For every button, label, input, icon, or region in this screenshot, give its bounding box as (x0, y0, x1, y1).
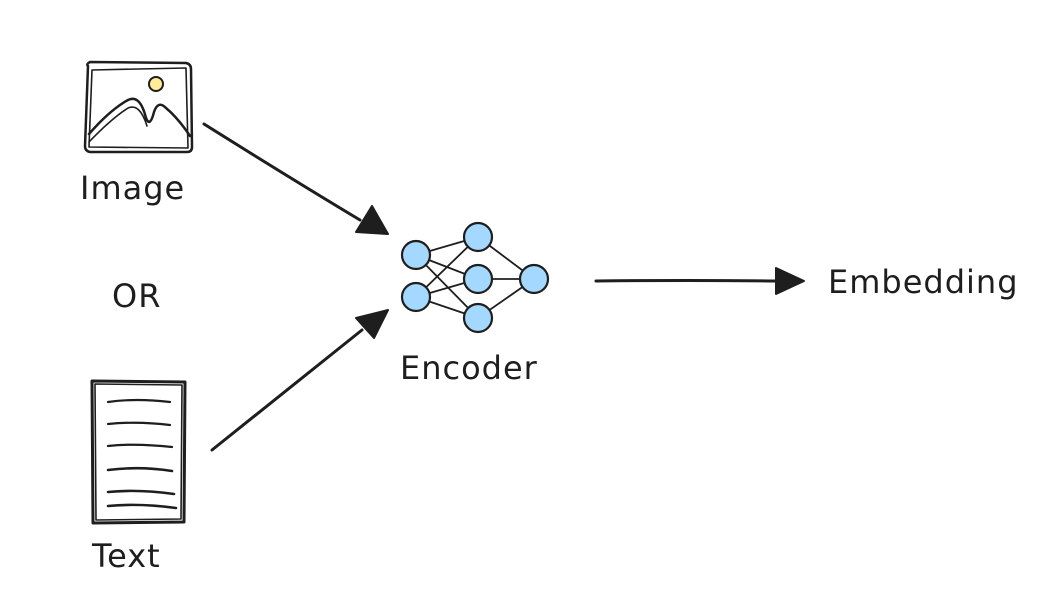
input-node (400, 281, 432, 313)
arrow-encoder-to-embedding (594, 267, 805, 295)
arrow-image-to-encoder (202, 122, 389, 235)
hidden-node (462, 302, 494, 334)
hidden-node (462, 263, 494, 295)
arrow-text-to-encoder (210, 309, 389, 452)
neural-network-icon (400, 221, 550, 334)
text-label: Text (92, 537, 161, 575)
or-label: OR (112, 277, 162, 315)
document-icon (90, 379, 187, 525)
hidden-node (462, 221, 494, 253)
output-node (518, 263, 550, 295)
image-label: Image (80, 169, 186, 207)
encoder-label: Encoder (400, 349, 538, 387)
embedding-label: Embedding (828, 263, 1019, 301)
image-icon (83, 60, 194, 154)
input-node (400, 239, 432, 271)
